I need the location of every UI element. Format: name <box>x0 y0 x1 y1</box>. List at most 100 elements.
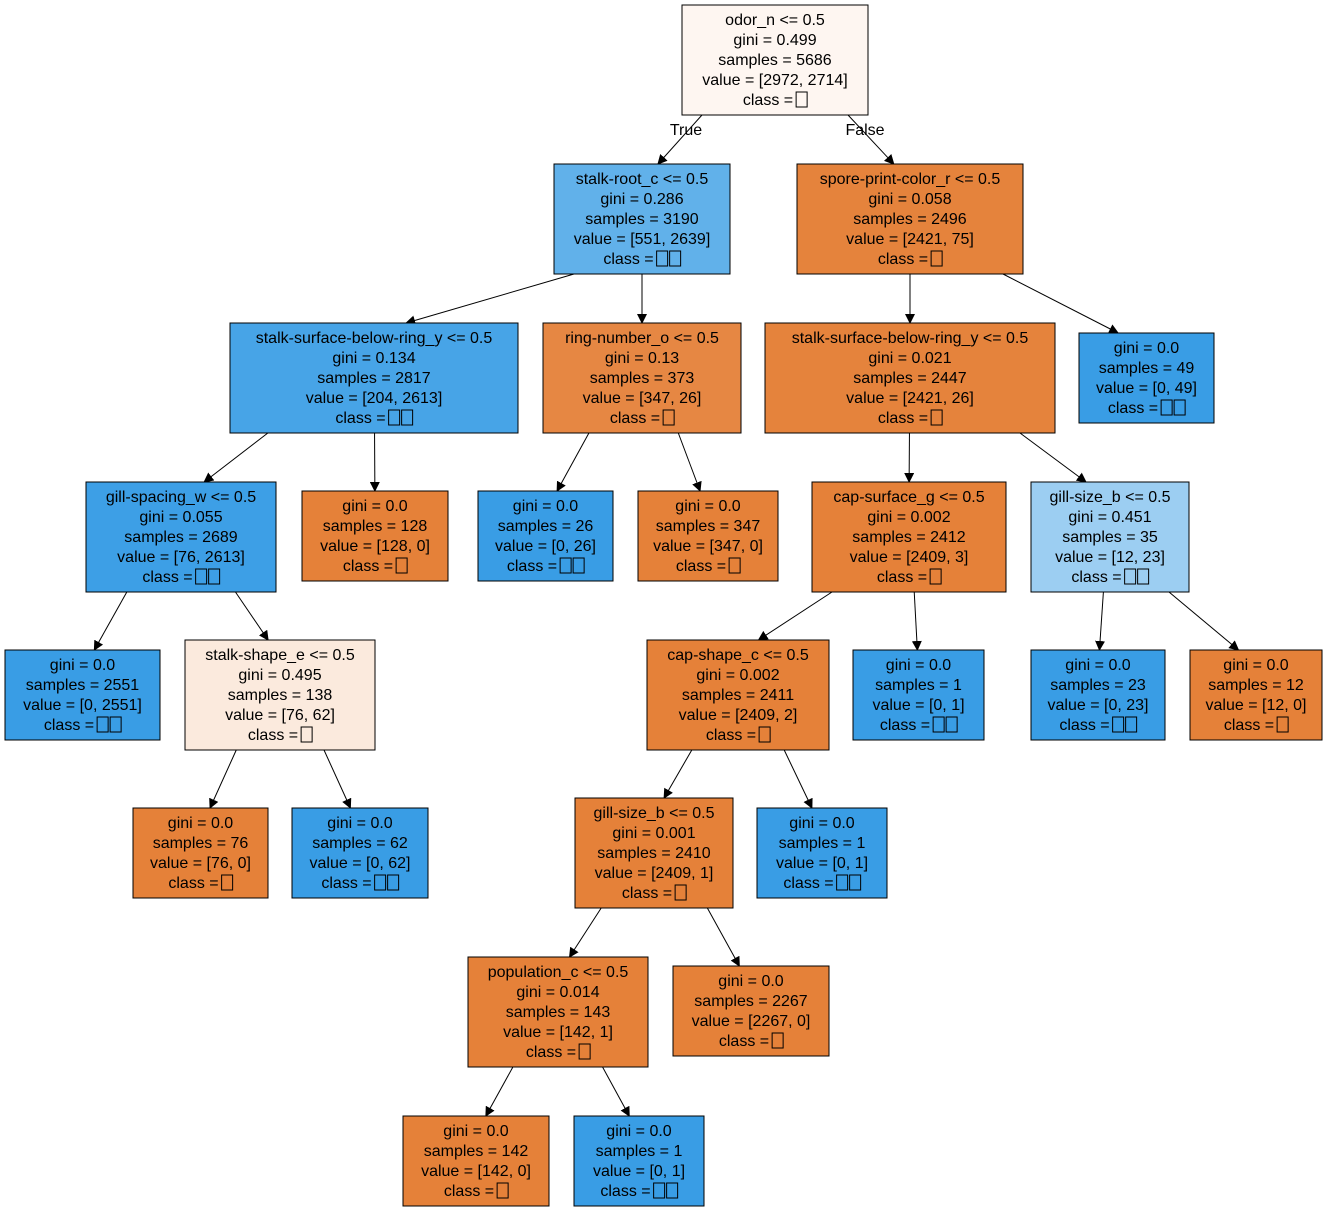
node-class-label: class = <box>507 558 557 575</box>
node-line: value = [347, 26] <box>583 390 702 407</box>
node-line: samples = 2411 <box>682 687 794 704</box>
node-line: gini = 0.495 <box>238 667 321 684</box>
edge-label-true: True <box>670 122 702 139</box>
node-box <box>229 322 519 434</box>
missing-glyph-icon <box>771 1032 784 1049</box>
node-box <box>811 481 1007 593</box>
node-line: samples = 143 <box>506 1004 611 1021</box>
edge-n3-n4 <box>93 591 128 651</box>
node-line: samples = 49 <box>1099 360 1195 377</box>
node-box <box>1189 649 1323 741</box>
node-line: gini = 0.058 <box>868 191 951 208</box>
missing-glyph-icon <box>300 726 313 743</box>
node-box <box>467 956 649 1068</box>
edge-n5-n6 <box>209 749 237 809</box>
node-line: gini = 0.0 <box>606 1123 671 1140</box>
edge-n9-n11 <box>677 432 702 492</box>
missing-glyph-icon <box>932 716 945 733</box>
node-line: samples = 2689 <box>124 529 238 546</box>
node-line: samples = 5686 <box>718 52 832 69</box>
node-line: samples = 62 <box>312 835 408 852</box>
node-box <box>1030 649 1166 741</box>
node-line: ring-number_o <= 0.5 <box>565 330 719 347</box>
edge-n13-n23 <box>1019 432 1087 483</box>
node-line: value = [2421, 26] <box>846 390 974 407</box>
edges <box>93 114 1240 1117</box>
node-line: value = [2409, 1] <box>595 865 714 882</box>
node-class-label: class = <box>321 875 371 892</box>
missing-glyph-icon <box>669 250 682 267</box>
node-line: spore-print-color_r <= 0.5 <box>820 171 1001 188</box>
node-class-label: class = <box>743 92 793 109</box>
node-line: samples = 128 <box>323 518 428 535</box>
node-line: value = [204, 2613] <box>306 390 443 407</box>
node-line: value = [0, 62] <box>310 855 411 872</box>
node-box <box>1078 332 1215 424</box>
node-line: gini = 0.021 <box>868 350 951 367</box>
missing-glyph-icon <box>849 874 862 891</box>
node-box <box>681 4 869 116</box>
node-line: cap-shape_c <= 0.5 <box>667 647 809 664</box>
node-class-label: class = <box>1224 717 1274 734</box>
node-line: value = [142, 0] <box>421 1163 531 1180</box>
node-line: gini = 0.001 <box>612 825 695 842</box>
node-line: gini = 0.0 <box>342 498 407 515</box>
node-line: value = [2421, 75] <box>846 231 974 248</box>
node-line: samples = 2551 <box>26 677 140 694</box>
node-line: samples = 142 <box>424 1143 529 1160</box>
node-line: gini = 0.0 <box>675 498 740 515</box>
node-line: value = [12, 23] <box>1055 549 1165 566</box>
node-line: samples = 23 <box>1050 677 1146 694</box>
node-line: value = [0, 2551] <box>23 697 142 714</box>
node-box <box>184 639 376 751</box>
node-class-label: class = <box>706 727 756 744</box>
edge-n0-n12 <box>847 114 895 165</box>
missing-glyph-icon <box>795 91 808 108</box>
node-box <box>764 322 1056 434</box>
node-line: gini = 0.0 <box>886 657 951 674</box>
node-box <box>477 490 614 582</box>
node-line: gini = 0.0 <box>50 657 115 674</box>
node-box <box>402 1115 550 1207</box>
node-line: value = [0, 23] <box>1048 697 1149 714</box>
node-line: value = [0, 26] <box>495 538 596 555</box>
node-line: samples = 2447 <box>853 370 967 387</box>
node-line: gini = 0.0 <box>1114 340 1179 357</box>
node-box <box>132 807 269 899</box>
node-line: gini = 0.0 <box>789 815 854 832</box>
node-line: samples = 12 <box>1208 677 1304 694</box>
node-line: gini = 0.0 <box>1065 657 1130 674</box>
node-line: gini = 0.0 <box>168 815 233 832</box>
node-class-label: class = <box>168 875 218 892</box>
edge-n16-n20 <box>706 907 740 967</box>
node-line: value = [0, 1] <box>776 855 868 872</box>
node-box <box>4 649 161 741</box>
edge-n14-n15 <box>757 591 833 641</box>
missing-glyph-icon <box>1173 399 1186 416</box>
node-line: value = [2972, 2714] <box>702 72 847 89</box>
node-class-label: class = <box>622 885 672 902</box>
node-line: stalk-surface-below-ring_y <= 0.5 <box>256 330 493 347</box>
node-line: value = [347, 0] <box>653 538 763 555</box>
missing-glyph-icon <box>221 874 234 891</box>
edge-n9-n10 <box>556 432 590 492</box>
missing-glyph-icon <box>572 557 585 574</box>
node-line: stalk-shape_e <= 0.5 <box>205 647 355 664</box>
node-line: value = [0, 1] <box>872 697 964 714</box>
edge-n15-n21 <box>783 749 813 809</box>
node-class-label: class = <box>335 410 385 427</box>
tree-node-n4: gini = 0.0 samples = 2551 value = [0, 2551… <box>4 649 161 741</box>
node-line: gini = 0.134 <box>332 350 415 367</box>
